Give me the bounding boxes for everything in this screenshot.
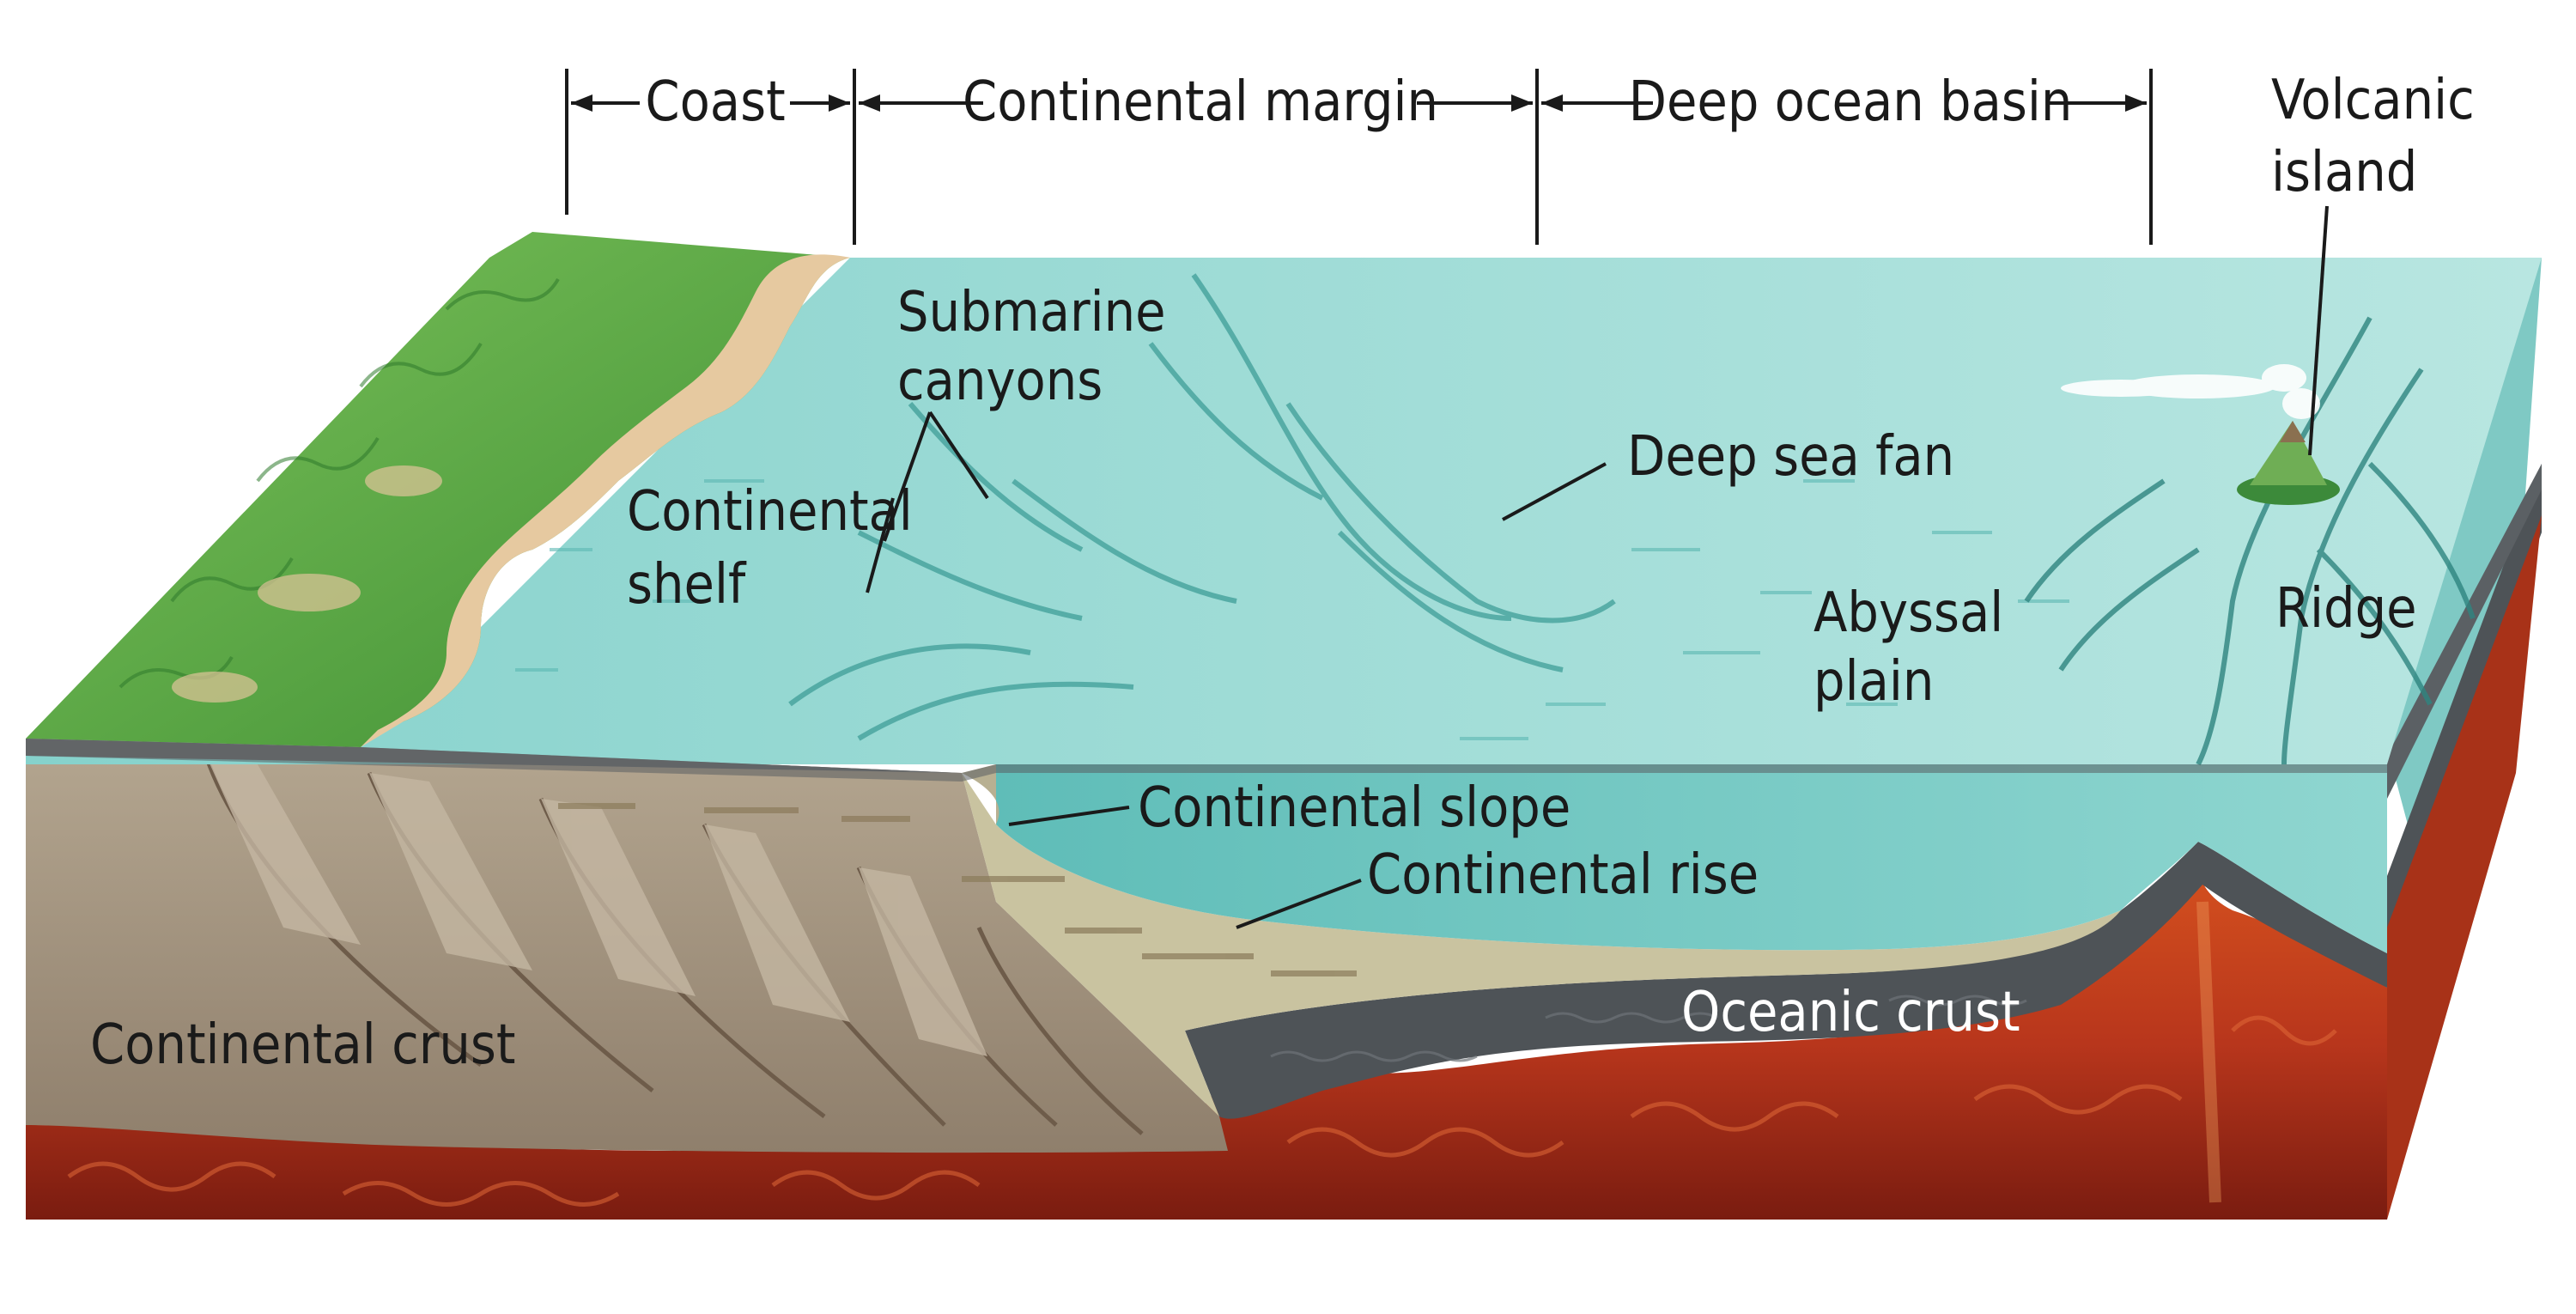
- mantle-layer: [26, 867, 2387, 1220]
- sediment-marks: [558, 803, 1357, 976]
- mantle-swirls: [67, 901, 2337, 1207]
- zone-arrowheads: [571, 94, 2147, 112]
- leader-lines: [866, 205, 2329, 929]
- label-abyssal-plain-line2: plain: [1814, 650, 1934, 714]
- seafloor-relief: [788, 273, 1616, 741]
- continental-slope-front: [962, 764, 999, 824]
- zone-label-deep-ocean-basin: Deep ocean basin: [1629, 70, 2073, 134]
- oceanic-crust-layer: [1185, 842, 2387, 1119]
- label-continental-shelf-line1: Continental: [627, 480, 913, 544]
- crust-step-faces: [206, 756, 987, 1056]
- volcano-plume: [2061, 364, 2320, 419]
- label-continental-shelf-line2: shelf: [627, 553, 747, 617]
- zone-label-continental-margin: Continental margin: [963, 70, 1438, 134]
- land-texture: [118, 277, 560, 689]
- beach-strip: [361, 254, 850, 747]
- coastal-land: [26, 232, 850, 747]
- label-continental-rise: Continental rise: [1367, 843, 1759, 907]
- label-continental-crust: Continental crust: [90, 1013, 515, 1077]
- label-submarine-canyons-line1: Submarine: [897, 281, 1166, 344]
- label-volcanic-island-line1: Volcanic: [2271, 69, 2475, 132]
- label-deep-sea-fan: Deep sea fan: [1627, 425, 1954, 489]
- label-submarine-canyons-line2: canyons: [897, 350, 1103, 413]
- ridge-relief: [2024, 316, 2476, 766]
- zone-label-coast: Coast: [645, 70, 785, 134]
- label-continental-slope: Continental slope: [1138, 776, 1571, 840]
- land-patches: [172, 465, 442, 703]
- volcanic-island: [2237, 421, 2340, 505]
- oceanic-crust-texture: [1270, 995, 2027, 1062]
- label-oceanic-crust: Oceanic crust: [1681, 981, 2020, 1044]
- ocean-surface: [26, 258, 2542, 764]
- label-abyssal-plain-line1: Abyssal: [1814, 581, 2003, 645]
- ocean-front-section: [996, 764, 2387, 953]
- label-ridge: Ridge: [2275, 577, 2417, 641]
- label-volcanic-island-line2: island: [2271, 141, 2417, 204]
- sediment-layer: [361, 747, 2121, 1116]
